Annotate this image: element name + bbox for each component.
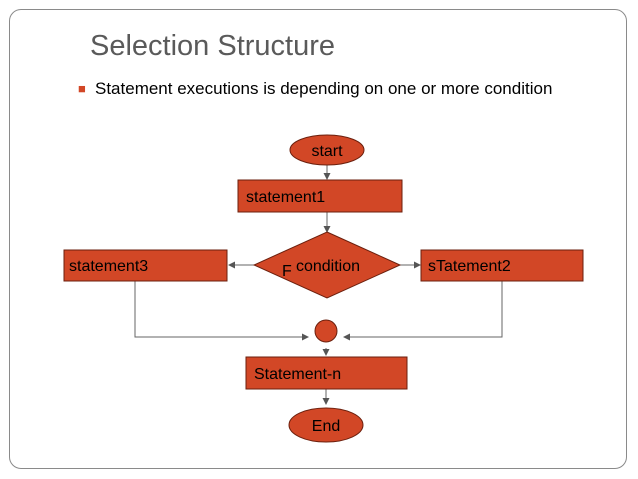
bullet-text: Statement executions is depending on one… xyxy=(95,79,553,98)
line-statement2-to-merge xyxy=(343,281,503,341)
statement2-node: sTatement2 xyxy=(420,249,584,282)
merge-node xyxy=(314,319,338,343)
false-branch-label: F xyxy=(282,263,292,280)
start-node: start xyxy=(289,134,365,166)
statement1-node: statement1 xyxy=(237,179,403,213)
start-label: start xyxy=(311,143,343,160)
condition-node: condition F xyxy=(252,231,402,299)
end-node: End xyxy=(288,407,364,443)
statement3-node: statement3 xyxy=(63,249,228,282)
statement3-label: statement3 xyxy=(69,258,148,275)
statement1-label: statement1 xyxy=(246,189,325,206)
end-label: End xyxy=(312,418,340,435)
statement-n-label: Statement-n xyxy=(254,366,341,383)
line-statement3-to-merge xyxy=(134,281,309,341)
statement-n-node: Statement-n xyxy=(245,356,408,390)
bullet-point: ■ Statement executions is depending on o… xyxy=(78,78,598,100)
slide-title: Selection Structure xyxy=(90,30,336,62)
connectors xyxy=(134,164,503,405)
condition-label: condition xyxy=(296,258,360,275)
statement2-label: sTatement2 xyxy=(428,258,511,275)
square-bullet-icon: ■ xyxy=(78,81,86,96)
